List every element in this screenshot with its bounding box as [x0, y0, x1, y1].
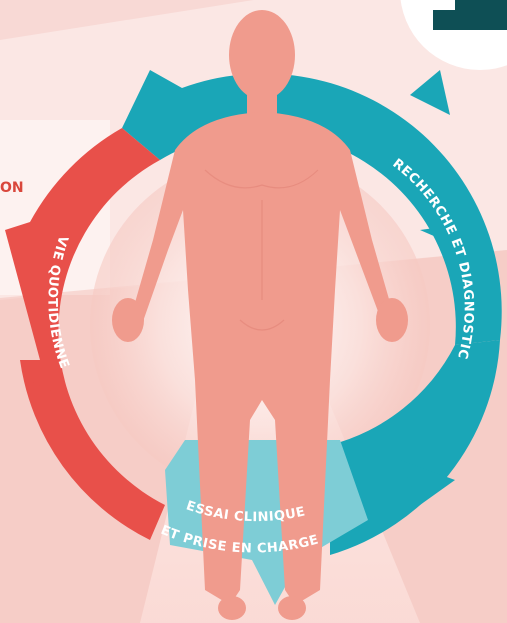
cropped-left-text: ON: [0, 180, 24, 196]
